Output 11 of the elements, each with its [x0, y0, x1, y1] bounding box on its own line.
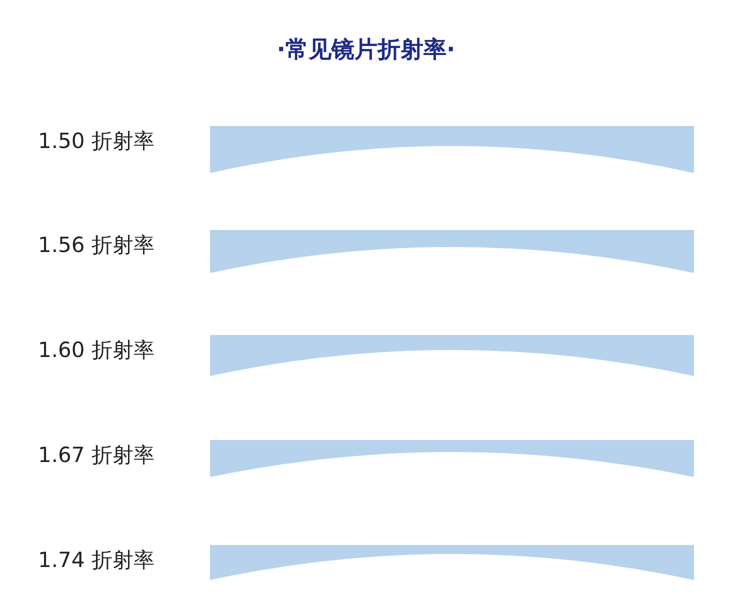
- title: ·常见镜片折射率·: [276, 37, 456, 63]
- refractive-index-label: 1.60 折射率: [38, 337, 154, 364]
- lens-cross-section: [210, 440, 694, 477]
- refractive-index-label: 1.56 折射率: [38, 232, 154, 259]
- lens-cross-section: [210, 230, 694, 273]
- refractive-index-label: 1.50 折射率: [38, 128, 154, 155]
- refractive-index-label: 1.67 折射率: [38, 442, 154, 469]
- lens-cross-section: [210, 335, 694, 376]
- lens-cross-section: [210, 126, 694, 173]
- refractive-index-label: 1.74 折射率: [38, 547, 154, 574]
- lens-cross-section: [210, 545, 694, 580]
